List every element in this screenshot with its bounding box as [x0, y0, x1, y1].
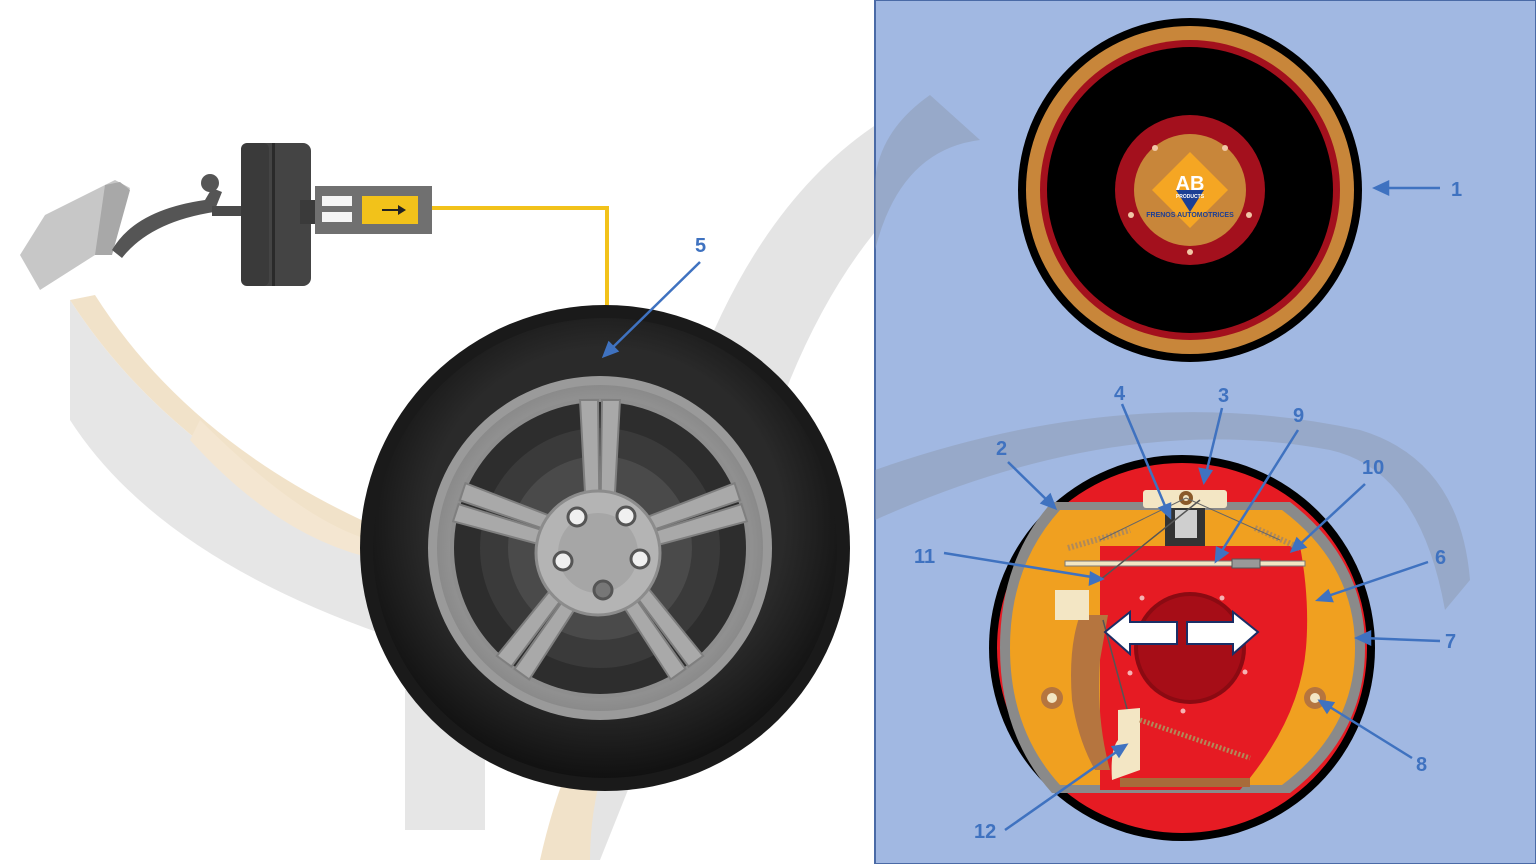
drum-brake-panel: AB PRODUCTS FRENOS AUTOMOTRICES: [874, 0, 1536, 864]
callout-3: 3: [1218, 385, 1229, 407]
callout-11: 11: [914, 546, 935, 568]
callout-7: 7: [1445, 631, 1456, 653]
callout-9: 9: [1293, 405, 1304, 427]
logo-caption: FRENOS AUTOMOTRICES: [1146, 212, 1234, 219]
callout-6: 6: [1435, 547, 1446, 569]
callout-leaders: [601, 180, 1441, 832]
callout-labels: 1 2 3 4 5 6 7 8 9 10 11 12: [695, 179, 1462, 843]
brake-booster-icon: [241, 143, 320, 286]
logo-letters: AB: [1176, 173, 1205, 195]
callout-12: 12: [974, 821, 996, 843]
brake-pedal-icon: [20, 174, 242, 290]
double-arrow-icon: [1103, 609, 1260, 657]
callout-2: 2: [996, 438, 1007, 460]
master-cylinder-icon: [315, 186, 432, 234]
callout-4: 4: [1114, 383, 1126, 405]
wheel-icon: [360, 305, 850, 830]
drum-brake-assembly: [989, 455, 1375, 841]
callout-1: 1: [1451, 179, 1462, 201]
logo-sub: PRODUCTS: [1176, 194, 1205, 200]
brake-drum: AB PRODUCTS FRENOS AUTOMOTRICES: [1018, 18, 1362, 362]
callout-5: 5: [695, 235, 706, 257]
callout-10: 10: [1362, 457, 1384, 479]
ab-products-logo: AB PRODUCTS FRENOS AUTOMOTRICES: [1146, 152, 1234, 228]
callout-8: 8: [1416, 754, 1427, 776]
